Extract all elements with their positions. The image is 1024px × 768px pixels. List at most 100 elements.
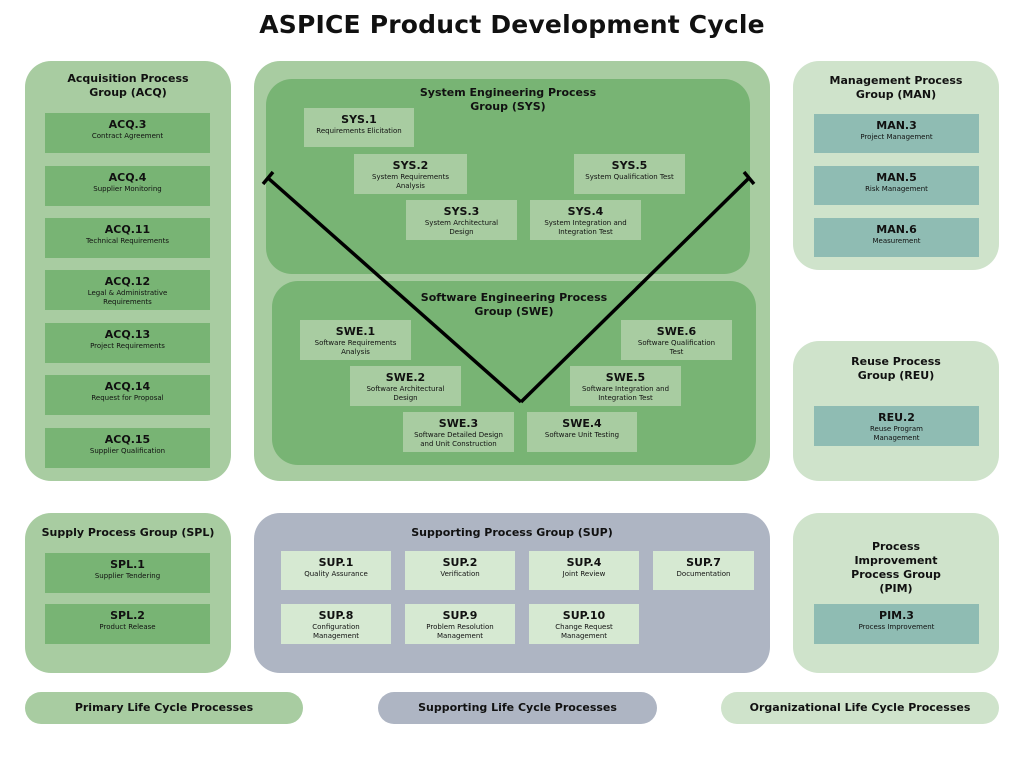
process-code: MAN.6 [876, 223, 917, 236]
process-name: Technical Requirements [85, 237, 170, 245]
process-code: ACQ.3 [108, 118, 147, 131]
process-name: Quality Assurance [304, 570, 368, 578]
process-name: Request for Proposal [91, 394, 164, 402]
process-name: Measurement [872, 237, 921, 245]
sys-3-box[interactable]: SYS.3 System Architectural Design [406, 200, 517, 240]
process-code: SUP.8 [318, 609, 354, 622]
acq-12-box[interactable]: ACQ.12 Legal & Administrative Requiremen… [45, 270, 210, 310]
process-name: System Architectural Design [424, 219, 499, 236]
process-code: ACQ.11 [104, 223, 151, 236]
spl-group-title: Supply Process Group (SPL) [41, 526, 215, 539]
process-code: ACQ.4 [108, 171, 147, 184]
process-name: System Qualification Test [585, 173, 674, 181]
sup-4-box[interactable]: SUP.4 Joint Review [529, 551, 639, 590]
process-code: MAN.3 [876, 119, 917, 132]
process-name: Product Release [99, 623, 156, 631]
man-3-box[interactable]: MAN.3 Project Management [814, 114, 979, 153]
process-code: SYS.2 [392, 159, 429, 172]
process-name: Supplier Qualification [89, 447, 166, 455]
process-code: SWE.4 [562, 417, 602, 430]
acq-14-box[interactable]: ACQ.14 Request for Proposal [45, 375, 210, 415]
v-right-cap [742, 170, 756, 186]
acq-group-title: Acquisition Process Group (ACQ) [67, 72, 189, 99]
process-code: SPL.1 [110, 558, 145, 571]
sup-7-box[interactable]: SUP.7 Documentation [653, 551, 754, 590]
spl-group-panel: Supply Process Group (SPL) SPL.1 Supplie… [25, 513, 231, 673]
sup-8-box[interactable]: SUP.8 Configuration Management [281, 604, 391, 644]
swe-5-box[interactable]: SWE.5 Software Integration and Integrati… [570, 366, 681, 406]
process-code: SUP.2 [442, 556, 478, 569]
man-5-box[interactable]: MAN.5 Risk Management [814, 166, 979, 205]
process-name: Joint Review [562, 570, 606, 578]
process-code: SUP.1 [318, 556, 354, 569]
process-code: SWE.5 [605, 371, 646, 384]
process-name: Software Detailed Design and Unit Constr… [414, 431, 503, 448]
swe-6-box[interactable]: SWE.6 Software Qualification Test [621, 320, 732, 360]
sup-10-box[interactable]: SUP.10 Change Request Management [529, 604, 639, 644]
reu-2-box[interactable]: REU.2 Reuse Program Management [814, 406, 979, 446]
process-code: ACQ.14 [104, 380, 151, 393]
process-name: Verification [440, 570, 480, 578]
legend-primary: Primary Life Cycle Processes [25, 692, 303, 724]
spl-1-box[interactable]: SPL.1 Supplier Tendering [45, 553, 210, 593]
process-name: Software Requirements Analysis [314, 339, 397, 356]
swe-3-box[interactable]: SWE.3 Software Detailed Design and Unit … [403, 412, 514, 452]
sup-group-title: Supporting Process Group (SUP) [411, 526, 613, 539]
process-code: ACQ.15 [104, 433, 151, 446]
acq-15-box[interactable]: ACQ.15 Supplier Qualification [45, 428, 210, 468]
sys-4-box[interactable]: SYS.4 System Integration and Integration… [530, 200, 641, 240]
process-code: SYS.1 [341, 113, 377, 126]
process-code: SYS.4 [567, 205, 604, 218]
process-name: Software Qualification Test [637, 339, 716, 356]
process-name: Software Architectural Design [366, 385, 445, 402]
process-name: Legal & Administrative Requirements [87, 289, 168, 306]
process-name: Documentation [676, 570, 731, 578]
swe-2-box[interactable]: SWE.2 Software Architectural Design [350, 366, 461, 406]
acq-3-box[interactable]: ACQ.3 Contract Agreement [45, 113, 210, 153]
process-code: SYS.3 [443, 205, 480, 218]
process-code: SUP.4 [566, 556, 602, 569]
acq-13-box[interactable]: ACQ.13 Project Requirements [45, 323, 210, 363]
process-code: SWE.6 [656, 325, 697, 338]
sup-1-box[interactable]: SUP.1 Quality Assurance [281, 551, 391, 590]
pim-3-box[interactable]: PIM.3 Process Improvement [814, 604, 979, 644]
sup-group-panel: Supporting Process Group (SUP) SUP.1 Qua… [254, 513, 770, 673]
sys-1-box[interactable]: SYS.1 Requirements Elicitation [304, 108, 414, 147]
acq-11-box[interactable]: ACQ.11 Technical Requirements [45, 218, 210, 258]
sys-5-box[interactable]: SYS.5 System Qualification Test [574, 154, 685, 194]
process-name: Problem Resolution Management [426, 623, 494, 640]
process-code: ACQ.13 [104, 328, 151, 341]
process-name: Contract Agreement [91, 132, 164, 140]
process-name: Risk Management [865, 185, 928, 193]
process-name: Project Requirements [90, 342, 165, 350]
process-name: System Requirements Analysis [372, 173, 449, 190]
sys-2-box[interactable]: SYS.2 System Requirements Analysis [354, 154, 467, 194]
sup-9-box[interactable]: SUP.9 Problem Resolution Management [405, 604, 515, 644]
process-code: SWE.3 [438, 417, 479, 430]
process-code: PIM.3 [879, 609, 914, 622]
process-code: SWE.1 [335, 325, 376, 338]
spl-2-box[interactable]: SPL.2 Product Release [45, 604, 210, 644]
process-name: Change Request Management [555, 623, 613, 640]
page-title: ASPICE Product Development Cycle [259, 10, 765, 39]
swe-1-box[interactable]: SWE.1 Software Requirements Analysis [300, 320, 411, 360]
process-code: MAN.5 [876, 171, 917, 184]
swe-group-title: Software Engineering Process Group (SWE) [420, 291, 608, 318]
pim-group-panel: Process Improvement Process Group (PIM) … [793, 513, 999, 673]
process-code: ACQ.12 [104, 275, 151, 288]
process-code: SYS.5 [611, 159, 648, 172]
process-code: SUP.10 [562, 609, 606, 622]
swe-4-box[interactable]: SWE.4 Software Unit Testing [527, 412, 637, 452]
acq-4-box[interactable]: ACQ.4 Supplier Monitoring [45, 166, 210, 206]
v-left-arm [266, 176, 523, 404]
process-name: Supplier Monitoring [93, 185, 162, 193]
process-code: SPL.2 [110, 609, 145, 622]
process-name: Requirements Elicitation [316, 127, 402, 135]
process-code: REU.2 [878, 411, 915, 424]
process-code: SWE.2 [385, 371, 426, 384]
man-6-box[interactable]: MAN.6 Measurement [814, 218, 979, 257]
process-name: Software Integration and Integration Tes… [581, 385, 670, 402]
sup-2-box[interactable]: SUP.2 Verification [405, 551, 515, 590]
process-name: System Integration and Integration Test [544, 219, 627, 236]
